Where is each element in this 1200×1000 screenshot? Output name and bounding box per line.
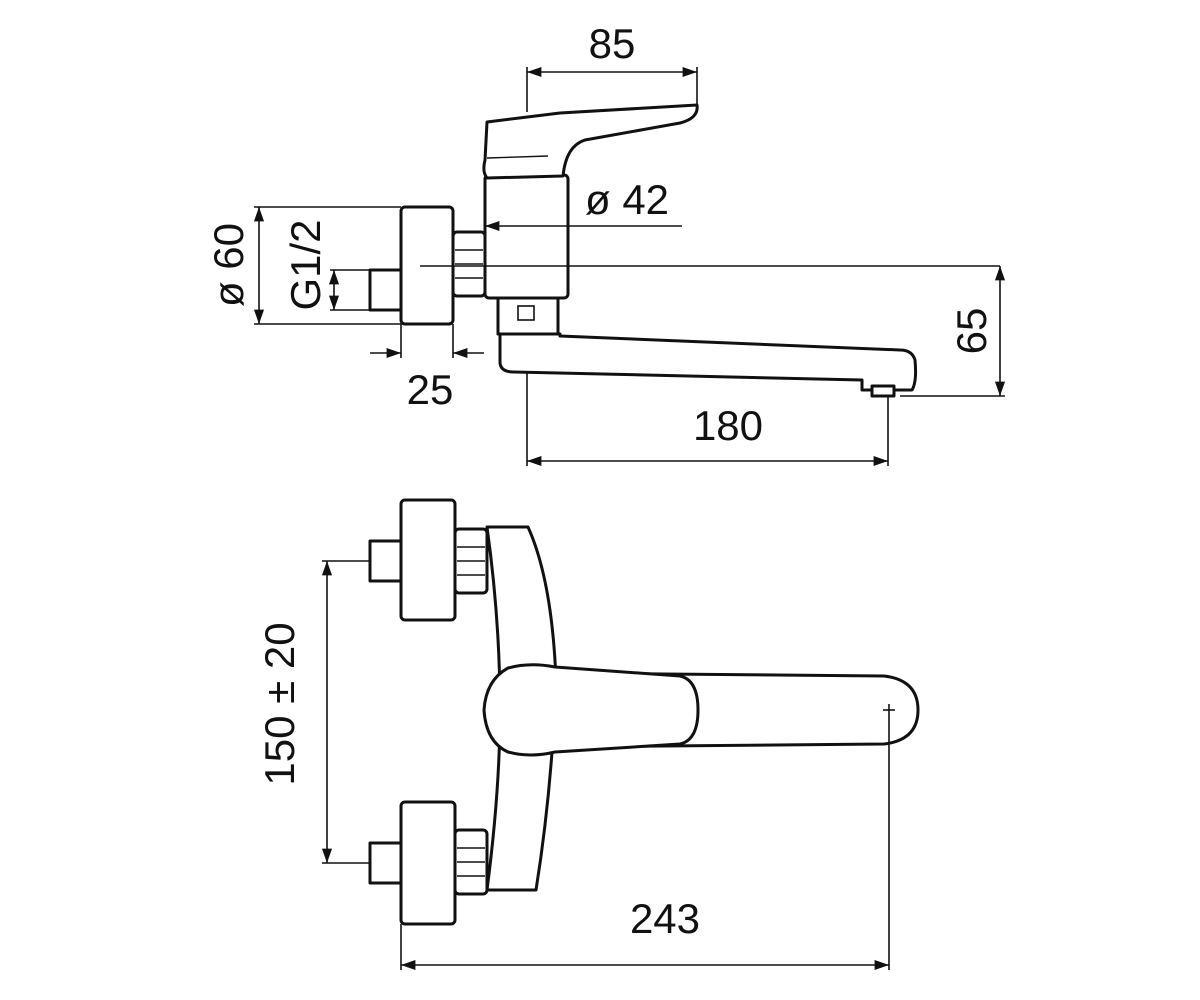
lower-flange [399,800,457,926]
dim-flange-depth: 25 [407,366,454,413]
lower-inlet-stub [368,841,403,885]
spout [498,332,918,392]
dim-spout-height: 65 [948,308,995,355]
dim-flange-diameter: ø 60 [205,223,252,307]
side-view: 85 ø 42 ø 60 G1/2 25 65 180 [205,20,1006,467]
upper-flange [399,498,457,622]
dim-overall-width: 243 [630,895,700,942]
lever-handle [482,103,699,180]
dim-lever-length: 85 [589,20,636,67]
top-view: 150 ± 20 243 [256,498,920,971]
upper-inlet-stub [368,539,403,583]
lever-top [482,663,700,757]
dim-inlet-spacing: 150 ± 20 [256,622,303,785]
valve-body [483,173,570,300]
dim-inlet-thread: G1/2 [282,219,329,310]
dim-body-diameter: ø 42 [585,176,669,223]
dim-spout-reach: 180 [693,402,763,449]
aerator [870,384,896,398]
spout-connector [496,296,560,336]
inlet-stub [368,268,403,312]
